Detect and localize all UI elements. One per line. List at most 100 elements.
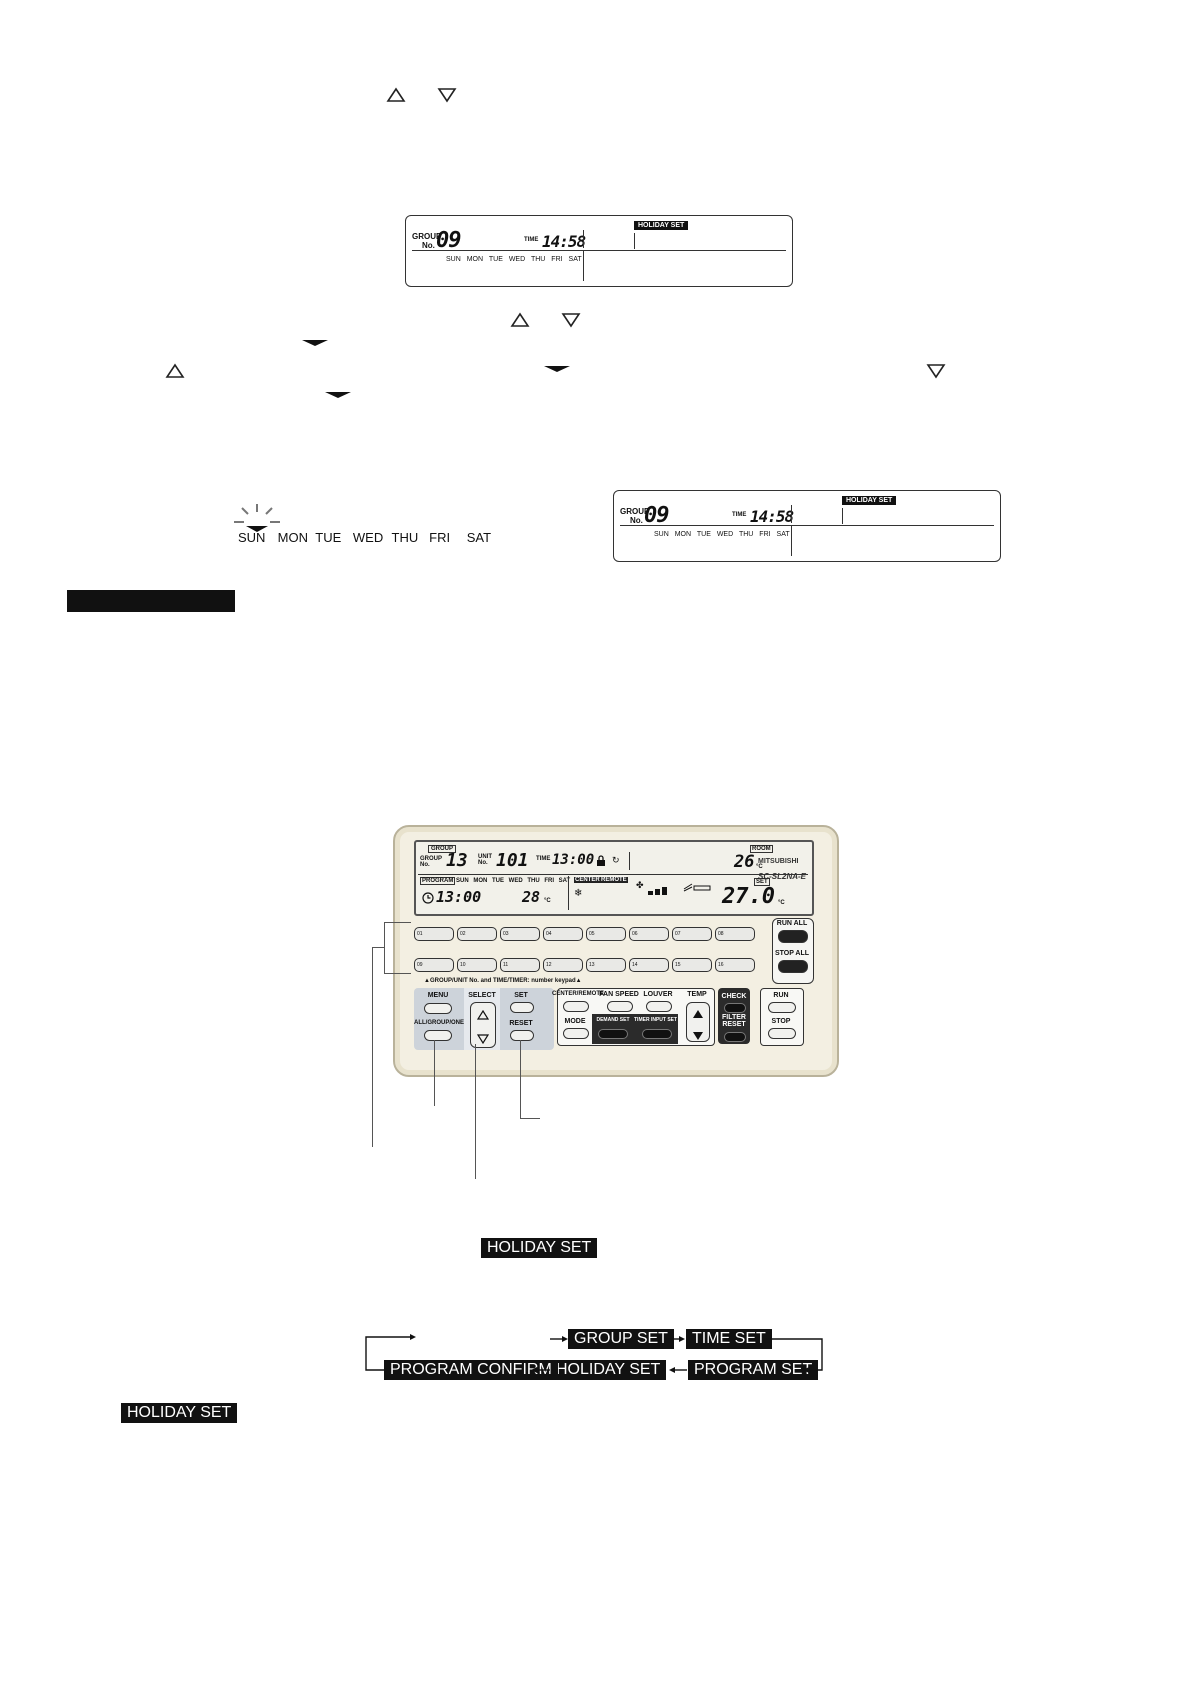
group-key-16[interactable]: 16 bbox=[715, 958, 755, 972]
demand-set-label: DEMAND SET bbox=[596, 1017, 630, 1023]
run-button[interactable] bbox=[768, 1002, 796, 1013]
day-thu: THU bbox=[391, 530, 419, 545]
up-triangle-icon bbox=[510, 312, 530, 328]
group-key-07[interactable]: 07 bbox=[672, 927, 712, 941]
unit-label: UNIT No. bbox=[478, 854, 492, 866]
group-key-02[interactable]: 02 bbox=[457, 927, 497, 941]
fan-speed-button[interactable] bbox=[607, 1001, 633, 1012]
louver-icon bbox=[682, 880, 712, 898]
check-button[interactable] bbox=[724, 1003, 746, 1013]
refresh-icon: ↻ bbox=[612, 855, 620, 865]
brand-logo: MITSUBISHI bbox=[758, 858, 799, 865]
model-name: SC-SL2NA-E bbox=[758, 872, 807, 881]
remote-indicator: REMOTE bbox=[600, 877, 628, 883]
leader-line-select bbox=[475, 1044, 477, 1179]
divider bbox=[620, 525, 994, 527]
time-label: TIME bbox=[732, 512, 747, 518]
select-down-icon bbox=[476, 1031, 490, 1049]
time-value: 14:58 bbox=[542, 232, 586, 251]
time-label: TIME bbox=[524, 237, 539, 243]
set-temp: 27.0 bbox=[722, 884, 775, 909]
divider bbox=[629, 852, 630, 870]
group-key-15[interactable]: 15 bbox=[672, 958, 712, 972]
center-remote-label: CENTER/REMOTE bbox=[552, 991, 605, 997]
room-label: ROOM bbox=[750, 845, 773, 853]
leader-line-menu bbox=[434, 1040, 436, 1106]
set-button[interactable] bbox=[510, 1002, 534, 1013]
demand-set-button[interactable] bbox=[598, 1029, 628, 1039]
group-key-10[interactable]: 10 bbox=[457, 958, 497, 972]
flow-holiday-set: HOLIDAY SET bbox=[550, 1360, 667, 1380]
group-key-01[interactable]: 01 bbox=[414, 927, 454, 941]
flow-arrows bbox=[365, 1334, 823, 1373]
cursor-marker-icon bbox=[325, 392, 351, 400]
divider bbox=[583, 230, 585, 248]
group-key-08[interactable]: 08 bbox=[715, 927, 755, 941]
group-key-09[interactable]: 09 bbox=[414, 958, 454, 972]
day-mon: MON bbox=[277, 530, 308, 545]
cursor-marker-icon bbox=[544, 366, 570, 374]
select-button[interactable] bbox=[470, 1002, 496, 1048]
stop-all-button[interactable] bbox=[778, 960, 808, 973]
program-temp: 28 bbox=[522, 888, 541, 906]
day-sat: SAT bbox=[466, 530, 492, 545]
leader-line-keypad bbox=[372, 947, 384, 949]
lcd-display-right: GROUP No. 09 TIME 14:58 HOLIDAY SET SUN … bbox=[613, 490, 1001, 562]
no-label: No. bbox=[422, 241, 435, 250]
group-key-04[interactable]: 04 bbox=[543, 927, 583, 941]
temp-down-icon bbox=[692, 1028, 704, 1046]
day-tue: TUE bbox=[315, 530, 342, 545]
clock-icon bbox=[422, 891, 434, 909]
down-triangle-icon bbox=[561, 312, 581, 328]
menu-button[interactable] bbox=[424, 1003, 452, 1014]
divider bbox=[412, 250, 786, 252]
weekday-row: SUN MON TUE WED THU FRI SAT bbox=[446, 256, 582, 263]
flow-program-set: PROGRAM SET bbox=[688, 1360, 819, 1380]
divider bbox=[634, 233, 636, 249]
keypad-bracket bbox=[384, 922, 411, 974]
time-value: 14:58 bbox=[750, 507, 794, 526]
celsius-unit: °C bbox=[544, 898, 551, 904]
holiday-set-indicator: HOLIDAY SET bbox=[842, 496, 897, 505]
group-key-14[interactable]: 14 bbox=[629, 958, 669, 972]
temp-button[interactable] bbox=[686, 1002, 710, 1042]
timer-input-set-button[interactable] bbox=[642, 1029, 672, 1039]
snowflake-icon: ❄ bbox=[574, 888, 583, 899]
flow-group-set: GROUP SET bbox=[568, 1329, 674, 1349]
run-stop-all-frame bbox=[772, 918, 814, 984]
time-label: TIME bbox=[536, 856, 551, 862]
set-label: SET bbox=[754, 878, 770, 886]
reset-button[interactable] bbox=[510, 1030, 534, 1041]
leader-line-reset bbox=[520, 1040, 522, 1118]
filter-reset-button[interactable] bbox=[724, 1032, 746, 1042]
up-triangle-icon bbox=[386, 87, 406, 103]
flow-time-set: TIME SET bbox=[686, 1329, 772, 1349]
center-remote-button[interactable] bbox=[563, 1001, 589, 1012]
holiday-set-tag-bottom: HOLIDAY SET bbox=[121, 1403, 238, 1423]
group-box: GROUP bbox=[428, 845, 457, 853]
group-key-12[interactable]: 12 bbox=[543, 958, 583, 972]
mode-button[interactable] bbox=[563, 1028, 589, 1039]
section-header-bar bbox=[67, 590, 235, 612]
group-key-13[interactable]: 13 bbox=[586, 958, 626, 972]
select-label: SELECT bbox=[468, 992, 496, 999]
filter-reset-label: FILTER RESET bbox=[722, 1014, 746, 1028]
room-temp: 26 bbox=[734, 852, 755, 872]
stop-button[interactable] bbox=[768, 1028, 796, 1039]
group-key-06[interactable]: 06 bbox=[629, 927, 669, 941]
keypad-caption: ▲GROUP/UNIT No. and TIME/TIMER: number k… bbox=[424, 978, 582, 984]
all-group-one-button[interactable] bbox=[424, 1030, 452, 1041]
blink-rays-icon bbox=[230, 502, 284, 541]
lcd-display-top: GROUP No. 09 TIME 14:58 HOLIDAY SET SUN … bbox=[405, 215, 793, 287]
louver-button[interactable] bbox=[646, 1001, 672, 1012]
divider bbox=[842, 508, 844, 524]
group-key-11[interactable]: 11 bbox=[500, 958, 540, 972]
program-box: PROGRAM bbox=[420, 877, 456, 885]
louver-label: LOUVER bbox=[643, 991, 673, 998]
group-key-03[interactable]: 03 bbox=[500, 927, 540, 941]
group-key-05[interactable]: 05 bbox=[586, 927, 626, 941]
fan-speed-label: FAN SPEED bbox=[599, 991, 639, 998]
day-fri: FRI bbox=[429, 530, 451, 545]
run-all-button[interactable] bbox=[778, 930, 808, 943]
group-label: GROUP bbox=[412, 232, 442, 241]
